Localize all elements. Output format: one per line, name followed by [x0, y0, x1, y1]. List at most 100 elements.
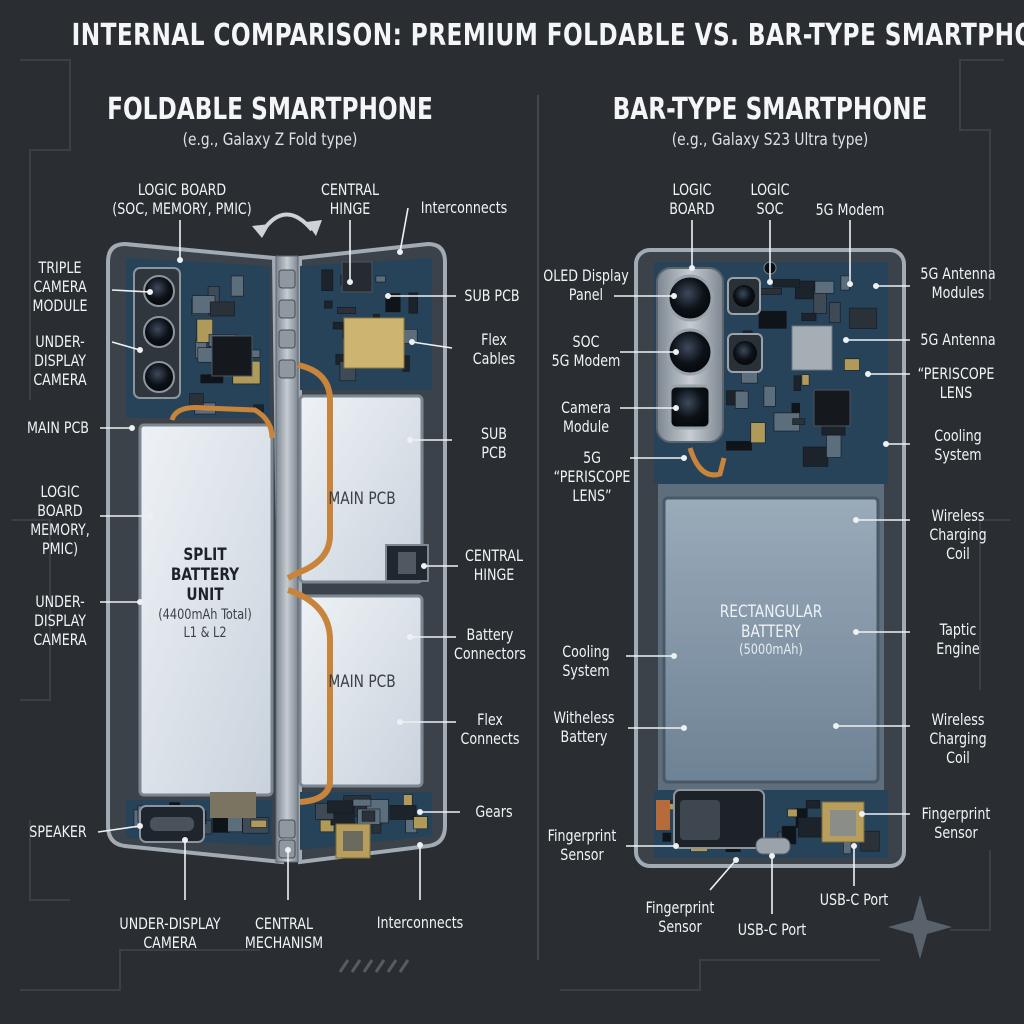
label-line: Panel [568, 285, 604, 304]
bar-phone [634, 248, 906, 868]
label-line: TRIPLE [38, 258, 82, 277]
pcb-chip [734, 390, 749, 409]
label-line: PMIC) [41, 539, 79, 558]
pcb-chip [828, 302, 841, 324]
pcb-chip [189, 393, 204, 407]
pcb-chip [319, 819, 335, 833]
label-antenna: 5G Antenna [920, 330, 995, 349]
label-line: UNDER- [35, 592, 85, 611]
label-line: “PERISCOPE [553, 467, 631, 486]
label-line: LENS [939, 383, 973, 402]
leader-line-triple-camera [111, 289, 151, 293]
leader-dot [408, 338, 415, 345]
label-line: DISPLAY [34, 611, 86, 630]
pcb-chip [844, 358, 860, 371]
pcb-chip [250, 819, 267, 828]
label-line: CAMERA [33, 630, 87, 649]
pcb-chip [763, 385, 776, 407]
pcb-chip [408, 292, 418, 314]
label-line: Fingerprint [547, 826, 617, 845]
label-line: USB-C Port [737, 920, 807, 939]
fold-rotation-icon [252, 212, 322, 238]
leader-dot [670, 652, 677, 659]
label-line: 5G Modem [815, 200, 885, 219]
label-line: CAMERA [33, 277, 87, 296]
label-line: LENS” [572, 486, 612, 505]
label-line: “PERISCOPE [917, 364, 995, 383]
label-gears: Gears [475, 802, 512, 821]
label-line: System [934, 445, 982, 464]
leader-dot [842, 336, 849, 343]
label-line: Charging [929, 729, 987, 748]
label-line: Coil [946, 748, 970, 767]
hinge-link [278, 819, 296, 839]
bar-soc-chip [813, 389, 851, 427]
pcb-chip [413, 816, 428, 830]
hinge-link [278, 359, 296, 379]
label-line: Interconnects [376, 913, 464, 932]
leader-dot [852, 516, 859, 523]
label-line: Connectors [454, 644, 526, 663]
leader-dot [284, 846, 291, 853]
leader-dot [416, 841, 423, 848]
label-line: Sensor [560, 845, 604, 864]
pcb-chip [750, 422, 766, 444]
pcb-chip [805, 799, 820, 809]
label-line: CENTRAL [254, 914, 313, 933]
pcb-chip [801, 312, 817, 322]
label-line: LOGIC BOARD [137, 180, 227, 199]
label-interconnects-top: Interconnects [421, 198, 508, 217]
leader-dot [672, 842, 679, 849]
label-line: Engine [936, 639, 980, 658]
label-sub-pcb-1: SUB PCB [464, 286, 519, 305]
label-line: Wireless [931, 506, 985, 525]
label-line: Witheless [553, 708, 615, 727]
label-line: HINGE [329, 199, 371, 218]
battery-cells: L1 & L2 [183, 625, 227, 641]
leader-dot [384, 292, 391, 299]
hinge-link [278, 269, 296, 289]
label-line: PCB [481, 443, 507, 462]
label-line: Connects [460, 729, 520, 748]
label-line: Cooling [562, 642, 610, 661]
leader-dot [672, 348, 679, 355]
leader-dot [406, 436, 413, 443]
leader-line-speaker [97, 825, 141, 833]
label-line: Battery [466, 625, 514, 644]
label-line: MEMORY, [30, 520, 90, 539]
label-line: Coil [946, 544, 970, 563]
label-line: MAIN PCB [27, 418, 89, 437]
sparkle-icon [888, 895, 952, 959]
label-line: Fingerprint [645, 898, 715, 917]
bar-battery-line-1: RECTANGULAR [719, 602, 823, 622]
pcb-chip [794, 280, 815, 300]
label-line: CENTRAL [464, 546, 524, 565]
label-modem-5g: 5G Modem [816, 200, 885, 219]
label-line: SPEAKER [29, 822, 87, 841]
label-line: BOARD [669, 199, 715, 218]
bar-subheading: (e.g., Galaxy S23 Ultra type) [671, 130, 869, 150]
pcb-chip [792, 418, 806, 425]
leader-dot [688, 264, 695, 271]
label-line: DISPLAY [34, 351, 86, 370]
leader-dot [416, 808, 423, 815]
label-line: SOC [572, 332, 600, 351]
pcb-chip [758, 310, 787, 329]
label-line: LOGIC [40, 482, 80, 501]
label-line: Gears [475, 802, 513, 821]
label-line: LOGIC [750, 180, 790, 199]
